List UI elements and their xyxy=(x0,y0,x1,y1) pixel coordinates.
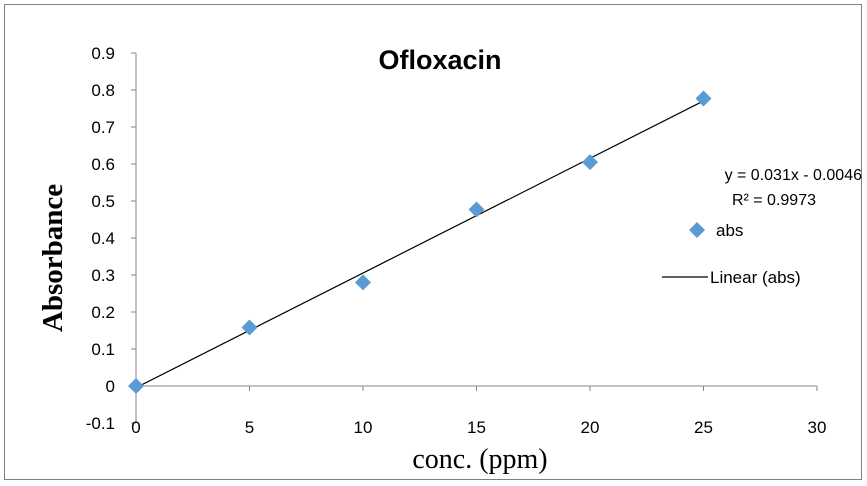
x-tick-label: 25 xyxy=(694,418,713,437)
y-tick-label: 0.5 xyxy=(91,192,115,211)
legend-label-abs: abs xyxy=(716,221,743,240)
axes: -0.1 0 0.1 0.2 0.3 0.4 0.5 0.6 0.7 0.8 0.9 0 5 10 15 20… xyxy=(86,44,827,437)
legend: abs Linear (abs) xyxy=(662,221,801,287)
legend-marker-abs xyxy=(689,222,705,238)
y-axis-label: Absorbance xyxy=(37,184,69,332)
y-tick-label: 0.2 xyxy=(91,303,115,322)
trendline xyxy=(135,100,704,389)
y-tick-label: 0.3 xyxy=(91,266,115,285)
x-tick-label: 30 xyxy=(808,418,827,437)
data-point xyxy=(355,274,371,291)
data-point xyxy=(468,201,485,218)
legend-label-linear: Linear (abs) xyxy=(710,268,801,287)
y-tick-label: 0 xyxy=(106,377,115,396)
y-tick-label: 0.7 xyxy=(91,118,115,137)
chart-title: Ofloxacin xyxy=(378,45,501,75)
x-tick-label: 15 xyxy=(467,418,486,437)
trendline-equation: y = 0.031x - 0.0046 xyxy=(725,167,863,184)
data-point xyxy=(128,378,144,394)
data-point xyxy=(695,90,712,107)
y-tick-label: 0.4 xyxy=(91,229,115,248)
y-tick-label: 0.9 xyxy=(91,44,115,63)
trendline-r-squared: R² = 0.9973 xyxy=(732,192,816,209)
chart-frame xyxy=(4,4,862,480)
x-tick-label: 20 xyxy=(581,418,600,437)
y-tick-label: 0.8 xyxy=(91,81,115,100)
x-tick-label: 0 xyxy=(131,418,140,437)
x-axis-label: conc. (ppm) xyxy=(412,444,547,475)
data-point xyxy=(241,319,258,336)
trendline-group xyxy=(135,100,704,389)
data-point xyxy=(582,154,598,171)
data-points xyxy=(128,90,712,394)
y-tick-label: 0.6 xyxy=(91,155,115,174)
y-tick-label: -0.1 xyxy=(86,414,115,433)
x-tick-label: 10 xyxy=(354,418,373,437)
y-tick-label: 0.1 xyxy=(91,340,115,359)
x-tick-label: 5 xyxy=(245,418,254,437)
